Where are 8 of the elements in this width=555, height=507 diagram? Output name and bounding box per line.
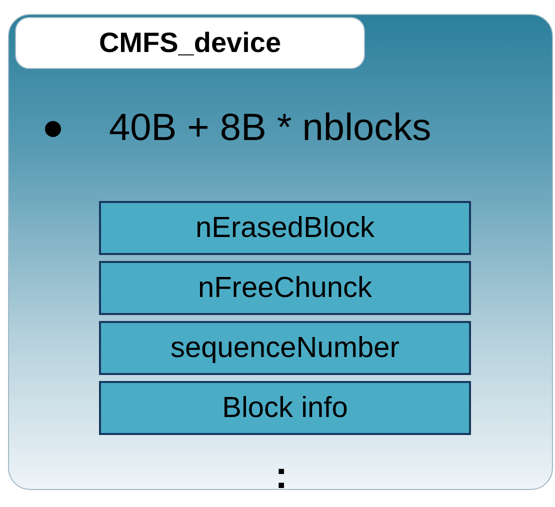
- panel-title: CMFS_device: [15, 17, 365, 69]
- device-panel: [8, 14, 553, 490]
- continuation-mark: :: [275, 455, 288, 498]
- size-formula: 40B + 8B * nblocks: [109, 107, 432, 150]
- field-box: Block info: [99, 381, 471, 435]
- field-box: nFreeChunck: [99, 261, 471, 315]
- field-box: nErasedBlock: [99, 201, 471, 255]
- field-box: sequenceNumber: [99, 321, 471, 375]
